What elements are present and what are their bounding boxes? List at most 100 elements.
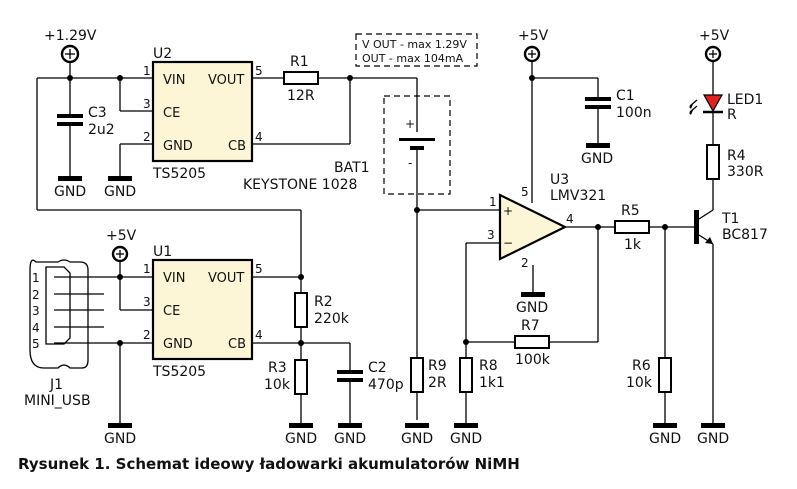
r3-ref: R3 <box>268 360 287 376</box>
bat1-minus: - <box>408 156 412 170</box>
transistor-t1: T1 BC817 <box>694 209 768 245</box>
power-symbol-5v-led: +5V <box>699 28 730 63</box>
pin-number: 1 <box>143 262 151 276</box>
gnd-label: GND <box>104 184 136 200</box>
gnd-label: GND <box>581 151 613 167</box>
r1-value: 12R <box>287 88 315 104</box>
r8-ref: R8 <box>479 358 498 374</box>
pin-number: 3 <box>143 97 151 111</box>
pin-number: 5 <box>255 262 263 276</box>
r2-value: 220k <box>314 311 350 327</box>
power-label-5v: +5V <box>106 228 137 244</box>
r5-ref: R5 <box>621 203 640 219</box>
c3-ref: C3 <box>88 105 107 121</box>
resistor-r4: R4 330R <box>706 144 764 180</box>
r6-ref: R6 <box>632 358 651 374</box>
u1-part: TS5205 <box>152 364 206 380</box>
r8-value: 1k1 <box>479 375 505 391</box>
opamp-u3: + − 1 3 4 5 2 U3 LMV321 <box>487 172 606 270</box>
r6-value: 10k <box>626 375 653 391</box>
t1-part: BC817 <box>722 227 768 243</box>
r1-ref: R1 <box>290 54 309 70</box>
u2-ref: U2 <box>153 46 172 62</box>
note-line2: OUT - max 104mA <box>362 52 464 65</box>
c3-value: 2u2 <box>88 122 115 138</box>
gnd-label: GND <box>516 300 548 316</box>
power-symbol-5v-u1: +5V <box>106 228 137 263</box>
led1-value: R <box>727 107 737 123</box>
battery-bat1: + - BAT1 KEYSTONE 1028 <box>243 95 451 195</box>
pin-number: 4 <box>255 130 263 144</box>
led1-ref: LED1 <box>727 92 763 108</box>
resistor-r7: R7 100k <box>514 318 551 368</box>
u1-pin-cb: CB <box>228 337 246 352</box>
resistor-r2: R2 220k <box>294 292 350 328</box>
capacitor-c1: GND C1 100n <box>581 78 652 167</box>
j1-pin-2: 2 <box>32 288 40 302</box>
u2-pin-vout: VOUT <box>208 73 244 88</box>
bat1-ref: BAT1 <box>334 160 370 176</box>
j1-ref: J1 <box>49 377 63 393</box>
gnd-symbol <box>289 423 313 428</box>
c1-ref: C1 <box>616 88 635 104</box>
resistor-r8: R8 1k1 <box>459 357 505 393</box>
u1-pin-vin: VIN <box>163 271 185 286</box>
u1-pin-ce: CE <box>163 304 180 319</box>
j1-pin-5: 5 <box>32 337 40 351</box>
u3-minus-sign: − <box>503 236 513 250</box>
bat1-part: KEYSTONE 1028 <box>243 177 357 193</box>
pin-number: 3 <box>143 295 151 309</box>
u2-pin-cb: CB <box>228 139 246 154</box>
gnd-symbol <box>653 423 677 428</box>
u3-part: LMV321 <box>550 188 606 204</box>
gnd-label: GND <box>649 431 681 447</box>
resistor-r1: R1 12R <box>283 54 319 104</box>
r9-value: 2R <box>428 375 447 391</box>
capacitor-c3: GND C3 2u2 <box>54 78 115 200</box>
c2-value: 470p <box>368 377 404 393</box>
ic-u1: U1 TS5205 VIN CE GND VOUT CB 1 3 2 5 4 <box>143 244 263 380</box>
resistor-r6: R6 10k <box>626 357 672 393</box>
gnd-symbol <box>405 423 429 428</box>
resistor-r3: R3 10k <box>264 359 308 395</box>
note-box: V OUT - max 1.29V OUT - max 104mA <box>355 33 478 67</box>
pin-number: 2 <box>143 328 151 342</box>
gnd-label: GND <box>285 431 317 447</box>
gnd-label: GND <box>450 431 482 447</box>
r7-ref: R7 <box>521 318 540 334</box>
u3-plus-sign: + <box>503 204 513 218</box>
u1-pin-gnd: GND <box>163 337 193 352</box>
gnd-symbol <box>108 423 132 428</box>
power-symbol-5v-u3: +5V <box>518 28 549 63</box>
gnd-label: GND <box>334 431 366 447</box>
connector-j1: 1 2 3 4 5 J1 MINI_USB <box>24 259 152 409</box>
pin-number: 5 <box>255 64 263 78</box>
gnd-symbol <box>454 423 478 428</box>
power-symbol-1v29: +1.29V <box>44 28 97 64</box>
gnd-symbol <box>701 423 725 428</box>
power-label-1v29: +1.29V <box>44 28 97 44</box>
capacitor-c2: GND C2 470p <box>334 343 404 447</box>
u1-pin-vout: VOUT <box>208 271 244 286</box>
j1-pin-3: 3 <box>32 304 40 318</box>
t1-ref: T1 <box>721 211 739 227</box>
resistor-r9: R9 2R <box>410 357 447 393</box>
power-label-5v: +5V <box>518 28 549 44</box>
gnd-symbol <box>108 176 132 181</box>
j1-pin-4: 4 <box>32 321 40 335</box>
gnd-label: GND <box>54 184 86 200</box>
gnd-label: GND <box>104 431 136 447</box>
pin-number: 4 <box>566 212 574 226</box>
u2-pin-vin: VIN <box>163 73 185 88</box>
pin-number: 3 <box>487 228 495 242</box>
pin-number: 1 <box>143 64 151 78</box>
r2-ref: R2 <box>314 294 333 310</box>
bat1-plus: + <box>405 117 415 131</box>
r7-value: 100k <box>515 352 551 368</box>
led-led1: LED1 R <box>689 92 763 123</box>
j1-part: MINI_USB <box>24 393 91 409</box>
r4-value: 330R <box>727 164 764 180</box>
pin-number: 5 <box>521 185 529 199</box>
r4-ref: R4 <box>727 148 746 164</box>
